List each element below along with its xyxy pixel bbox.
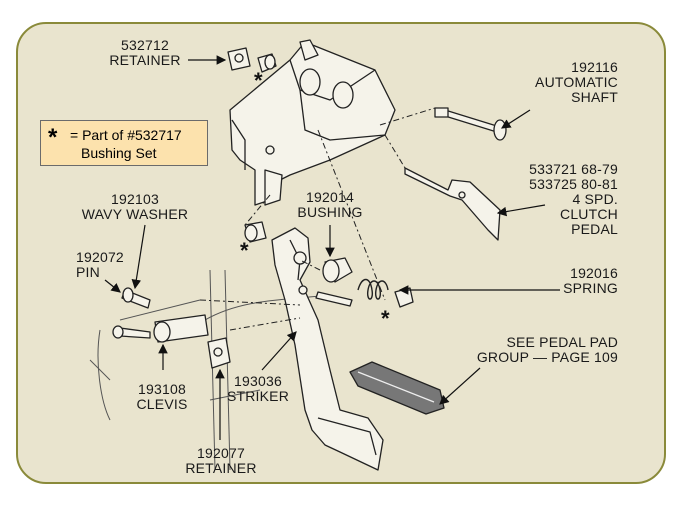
label-retainer-top: 532712 RETAINER bbox=[100, 38, 190, 68]
label-wavy-washer-number: 192103 bbox=[111, 191, 159, 207]
label-automatic-shaft-line2: SHAFT bbox=[571, 89, 618, 105]
label-bushing: 192014 BUSHING bbox=[290, 190, 370, 220]
retainer-top-part bbox=[227, 47, 277, 73]
leader-arrows bbox=[104, 55, 560, 440]
label-clutch-pedal-line2: 533725 80-81 bbox=[529, 176, 618, 192]
label-pin-name: PIN bbox=[76, 264, 100, 280]
label-bushing-name: BUSHING bbox=[297, 204, 363, 220]
label-clutch-pedal-line3: 4 SPD. bbox=[572, 191, 618, 207]
label-automatic-shaft-line1: AUTOMATIC bbox=[535, 74, 618, 90]
label-retainer-bottom: 192077 RETAINER bbox=[176, 446, 266, 476]
asterisk-bushing-left: * bbox=[240, 238, 249, 263]
label-pin: 192072 PIN bbox=[76, 250, 136, 280]
label-pin-number: 192072 bbox=[76, 249, 124, 265]
pedal-pad-part bbox=[349, 361, 445, 415]
bushing-left-part bbox=[244, 221, 267, 243]
pedal-bracket bbox=[229, 39, 396, 206]
label-clutch-pedal-line4: CLUTCH bbox=[560, 206, 618, 222]
label-clutch-pedal-line5: PEDAL bbox=[571, 221, 618, 237]
label-pedal-pad: SEE PEDAL PAD GROUP — PAGE 109 bbox=[455, 335, 618, 365]
clevis-part bbox=[112, 314, 209, 343]
note-asterisk: * bbox=[48, 124, 58, 151]
label-striker-number: 193036 bbox=[234, 373, 282, 389]
label-automatic-shaft-number: 192116 bbox=[571, 59, 618, 75]
firewall-lines bbox=[89, 269, 321, 471]
clutch-pedal-part bbox=[404, 167, 501, 241]
label-spring: 192016 SPRING bbox=[540, 266, 618, 296]
pin-part bbox=[121, 287, 151, 309]
label-striker-name: STRIKER bbox=[226, 388, 290, 404]
asterisk-retainer-top: * bbox=[254, 68, 263, 93]
pivot-bolt-part bbox=[315, 287, 414, 308]
brake-pedal-arm bbox=[271, 227, 384, 471]
assembly-guide-lines bbox=[199, 107, 436, 331]
label-pedal-pad-line1: SEE PEDAL PAD bbox=[506, 334, 618, 350]
bushing-set-note: * = Part of #532717 Bushing Set bbox=[40, 120, 208, 166]
label-striker: 193036 STRIKER bbox=[222, 374, 294, 404]
label-retainer-bottom-name: RETAINER bbox=[185, 460, 257, 476]
note-line-2: Bushing Set bbox=[81, 145, 157, 161]
label-clutch-pedal-line1: 533721 68-79 bbox=[529, 161, 618, 177]
spring-part bbox=[357, 278, 389, 300]
label-spring-number: 192016 bbox=[570, 265, 618, 281]
retainer-bottom-part bbox=[207, 337, 231, 369]
label-bushing-number: 192014 bbox=[306, 189, 354, 205]
label-automatic-shaft: 192116 AUTOMATIC SHAFT bbox=[510, 60, 618, 105]
label-clevis-name: CLEVIS bbox=[136, 396, 188, 412]
label-retainer-top-number: 532712 bbox=[121, 37, 169, 53]
label-spring-name: SPRING bbox=[563, 280, 618, 296]
automatic-shaft-part bbox=[434, 107, 507, 141]
label-clevis: 193108 CLEVIS bbox=[130, 382, 194, 412]
label-clutch-pedal: 533721 68-79 533725 80-81 4 SPD. CLUTCH … bbox=[505, 162, 618, 237]
label-retainer-top-name: RETAINER bbox=[109, 52, 181, 68]
asterisk-pivot-nut: * bbox=[381, 306, 390, 331]
label-clevis-number: 193108 bbox=[138, 381, 186, 397]
bushing-part bbox=[322, 257, 353, 283]
note-line-1: = Part of #532717 bbox=[70, 127, 182, 143]
label-retainer-bottom-number: 192077 bbox=[197, 445, 245, 461]
label-wavy-washer-name: WAVY WASHER bbox=[81, 206, 189, 222]
label-pedal-pad-line2: GROUP — PAGE 109 bbox=[476, 349, 618, 365]
label-wavy-washer: 192103 WAVY WASHER bbox=[70, 192, 200, 222]
